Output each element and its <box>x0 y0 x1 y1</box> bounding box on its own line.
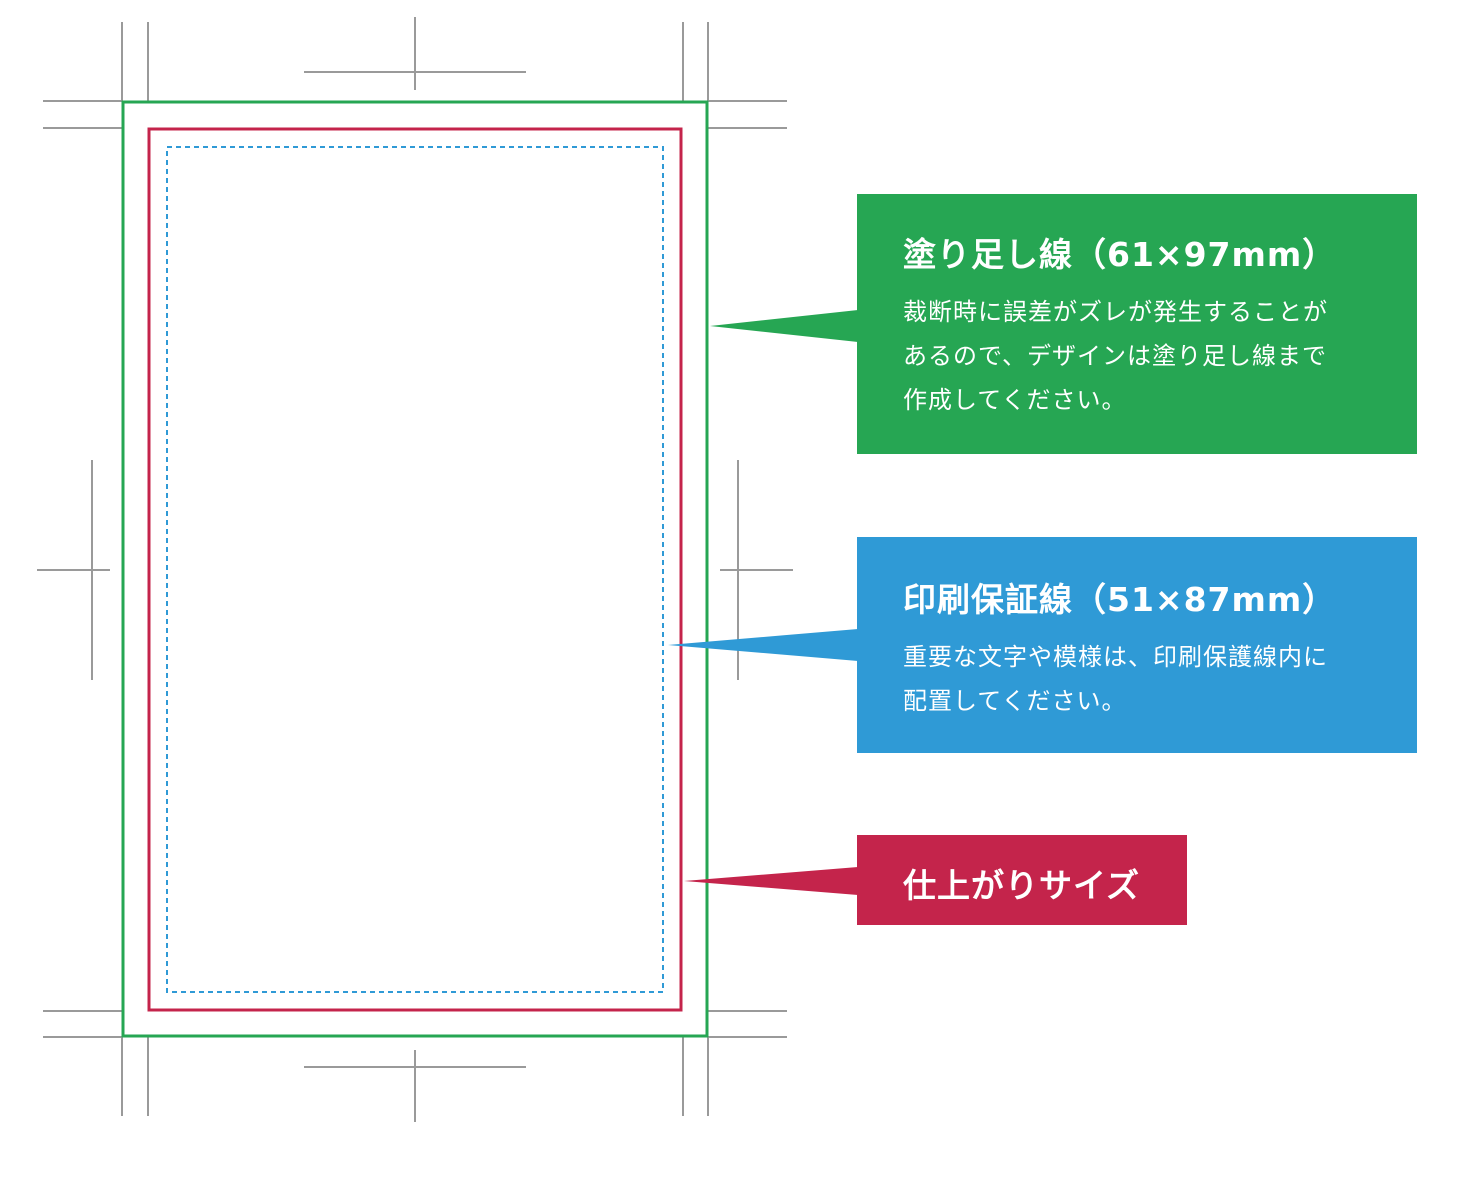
trim-pointer <box>684 867 858 895</box>
safe-line <box>166 146 664 993</box>
trim-title: 仕上がりサイズ <box>903 866 1141 905</box>
bleed-description: 裁断時に誤差がズレが発生することが あるので、デザインは塗り足し線まで 作成して… <box>903 290 1417 422</box>
safe-callout: 印刷保証線（51×87mm） 重要な文字や模様は、印刷保護線内に 配置してくださ… <box>857 537 1417 753</box>
bleed-desc-line: 作成してください。 <box>903 386 1127 414</box>
trim-line <box>147 127 683 1012</box>
bleed-pointer <box>710 310 858 342</box>
safe-description: 重要な文字や模様は、印刷保護線内に 配置してください。 <box>903 635 1417 723</box>
safe-desc-line: 重要な文字や模様は、印刷保護線内に <box>903 643 1328 671</box>
bleed-desc-line: あるので、デザインは塗り足し線まで <box>903 342 1328 370</box>
bleed-callout: 塗り足し線（61×97mm） 裁断時に誤差がズレが発生することが あるので、デザ… <box>857 194 1417 454</box>
safe-pointer <box>668 629 858 661</box>
bleed-desc-line: 裁断時に誤差がズレが発生することが <box>903 298 1328 326</box>
bleed-title: 塗り足し線（61×97mm） <box>903 235 1337 274</box>
trim-callout: 仕上がりサイズ <box>857 835 1187 925</box>
safe-title: 印刷保証線（51×87mm） <box>903 580 1337 619</box>
bleed-line <box>121 100 709 1038</box>
safe-desc-line: 配置してください。 <box>903 687 1127 715</box>
